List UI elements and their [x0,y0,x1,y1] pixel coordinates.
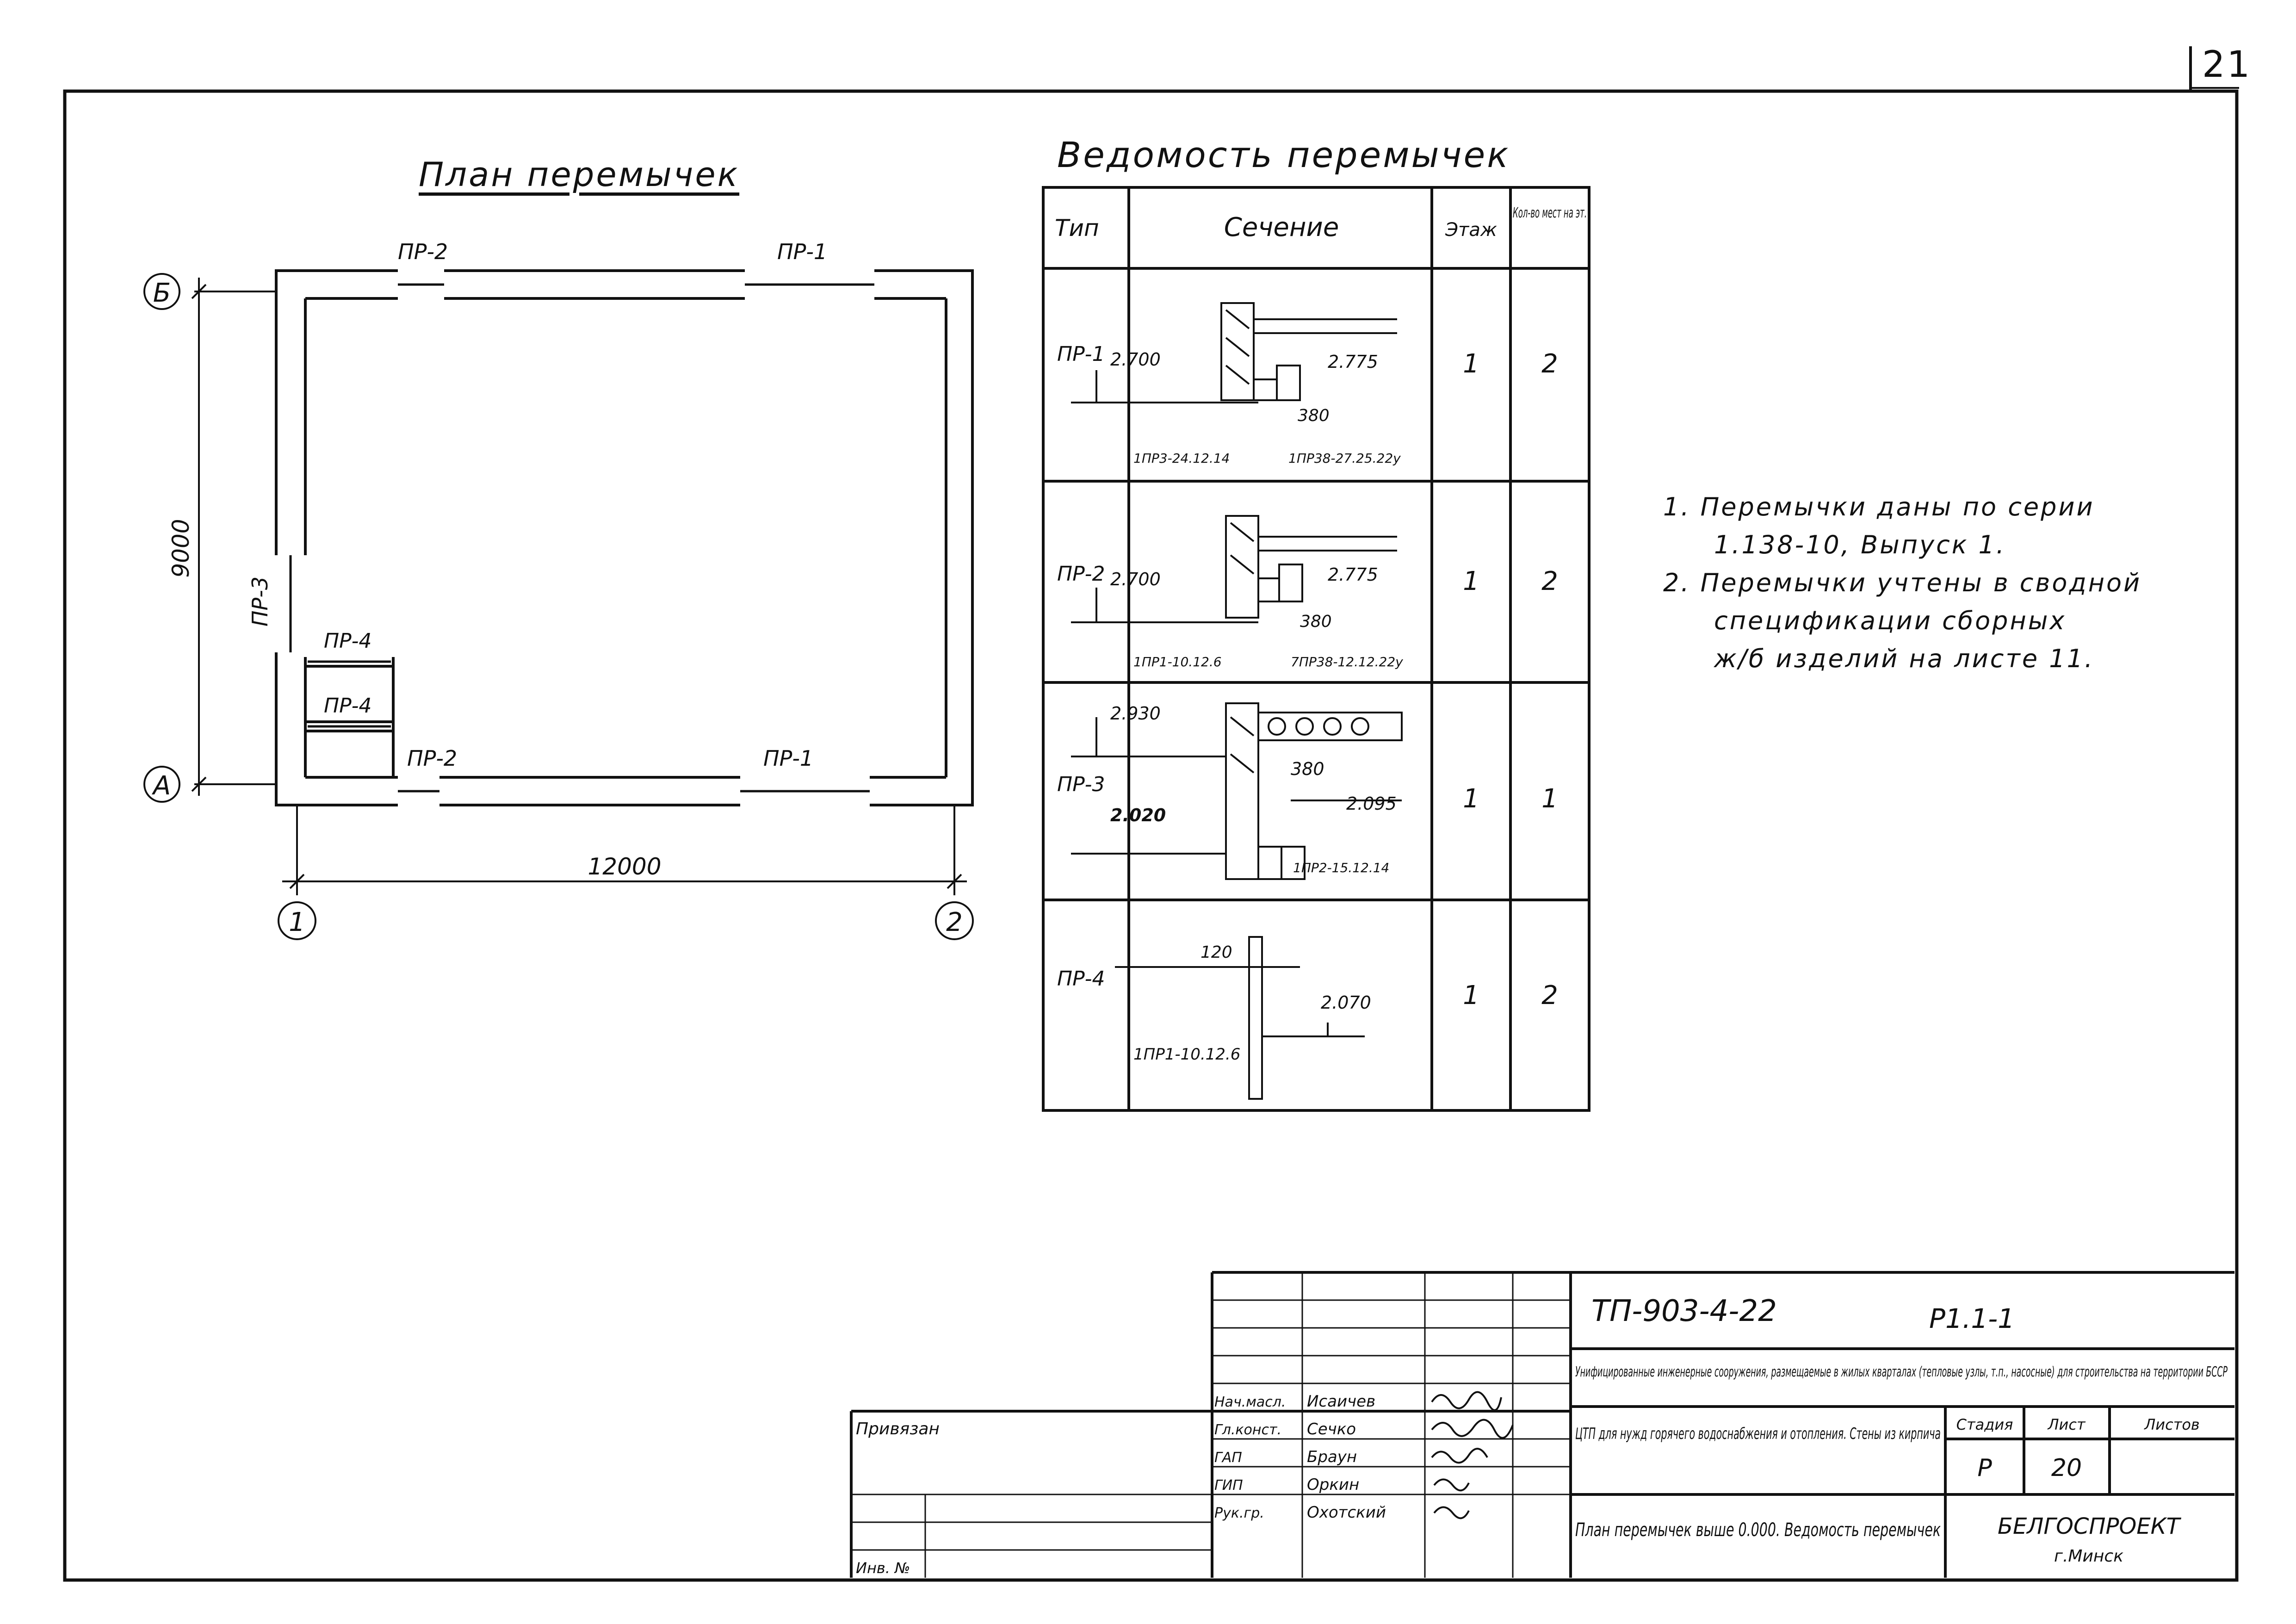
row4-mark-b: 2.070 [1321,992,1371,1013]
sheet-code: Р1.1-1 [1929,1303,2015,1334]
role-3: ГАП [1214,1450,1242,1466]
row4-mark-c: 1ПР1-10.12.6 [1133,1045,1240,1064]
sheet-label: Лист [2047,1416,2086,1433]
header-section: Сечение [1224,212,1339,242]
dim-horizontal: 12000 [588,853,661,880]
axis-2: 2 [946,907,963,937]
note-line-1: 1. Перемычки даны по серии [1663,492,2095,521]
label-pr2-top: ПР-2 [398,239,448,264]
signatures [1431,1391,1514,1519]
axis-1: 1 [289,907,305,937]
row1-type: ПР-1 [1057,342,1105,366]
row3-mark-a: 2.930 [1110,703,1161,724]
row2-qty: 2 [1541,566,1558,596]
role-1: Нач.масл. [1214,1394,1286,1410]
city: г.Минск [2054,1547,2123,1566]
row1-mark-c: 380 [1298,406,1330,425]
note-line-4: спецификации сборных [1714,606,2067,635]
row2-floor: 1 [1463,566,1479,596]
note-line-2: 1.138-10, Выпуск 1. [1714,530,2006,559]
plan-title: План перемычек [419,155,740,194]
row1-mark-d: 1ПР3-24.12.14 [1133,451,1230,466]
row1-mark-e: 1ПР38-27.25.22у [1288,451,1401,466]
label-pr1-top: ПР-1 [777,239,827,264]
row1-floor: 1 [1463,349,1479,379]
role-4: ГИП [1214,1477,1243,1494]
row1-mark-a: 2.700 [1110,349,1161,370]
name-5: Охотский [1307,1503,1386,1522]
label-pr4-a: ПР-4 [324,629,372,653]
note-line-5: ж/б изделий на листе 11. [1714,644,2095,673]
note-line-3: 2. Перемычки учтены в сводной [1663,568,2142,597]
page-number: 21 [2202,44,2252,86]
row3-floor: 1 [1463,784,1479,814]
role-2: Гл.конст. [1214,1422,1281,1438]
description: Унифицированные инженерные сооружения, р… [1575,1364,2228,1380]
row1-mark-b: 2.775 [1328,352,1378,372]
schedule-title: Ведомость перемычек [1057,134,1510,175]
header-qty: Кол-во мест на эт. [1513,205,1587,221]
row4-floor: 1 [1463,980,1479,1010]
row2-mark-e: 7ПР38-12.12.22у [1291,654,1403,669]
label-pr2-bottom: ПР-2 [407,746,457,771]
axis-a: А [152,771,171,801]
role-5: Рук.гр. [1214,1505,1264,1521]
row2-mark-c: 380 [1300,612,1332,631]
row2-type: ПР-2 [1057,562,1105,586]
object-name: ЦТП для нужд горячего водоснабжения и от… [1575,1425,1941,1443]
row3-type: ПР-3 [1057,773,1105,796]
row3-mark-e: 1ПР2-15.12.14 [1293,860,1389,875]
row3-qty: 1 [1541,784,1558,814]
inv-no: Инв. № [856,1559,910,1577]
row4-qty: 2 [1541,980,1558,1010]
name-3: Браун [1307,1448,1357,1466]
row2-mark-a: 2.700 [1110,569,1161,589]
name-1: Исаичев [1307,1392,1375,1411]
organization: БЕЛГОСПРОЕКТ [1998,1513,2182,1539]
plan-drawing: Б А 1 2 9000 12000 ПР-2 ПР-1 ПР-3 ПР-4 П… [143,239,974,940]
dim-vertical: 9000 [167,519,194,577]
row2-mark-b: 2.775 [1328,564,1378,585]
sheets-label: Листов [2144,1416,2200,1433]
schedule-table: Тип Сечение Этаж Кол-во мест на эт. ПР-1… [1042,186,1590,1112]
header-floor: Этаж [1445,219,1497,241]
privyazan: Привязан [856,1419,940,1438]
sheet-title: План перемычек выше 0.000. Ведомость пер… [1575,1519,1941,1541]
axis-b: Б [153,278,171,308]
name-4: Оркин [1307,1475,1359,1494]
row2-mark-d: 1ПР1-10.12.6 [1133,654,1222,669]
row3-mark-b: 380 [1291,759,1324,779]
row4-type: ПР-4 [1057,967,1105,991]
row4-mark-a: 120 [1201,943,1232,962]
project-code: ТП-903-4-22 [1591,1294,1777,1328]
label-pr1-bottom: ПР-1 [763,746,813,771]
row1-qty: 2 [1541,349,1558,379]
sheet-value: 20 [2051,1454,2082,1482]
label-pr4-b: ПР-4 [324,694,372,718]
label-pr3: ПР-3 [248,576,272,626]
header-type: Тип [1055,215,1099,242]
row3-mark-c: 2.095 [1346,793,1397,814]
stage-label: Стадия [1956,1416,2013,1433]
name-2: Сечко [1307,1420,1356,1438]
notes: 1. Перемычки даны по серии 1.138-10, Вып… [1663,488,2141,678]
row3-mark-d: 2.020 [1110,805,1166,825]
stage-value: Р [1977,1454,1992,1482]
